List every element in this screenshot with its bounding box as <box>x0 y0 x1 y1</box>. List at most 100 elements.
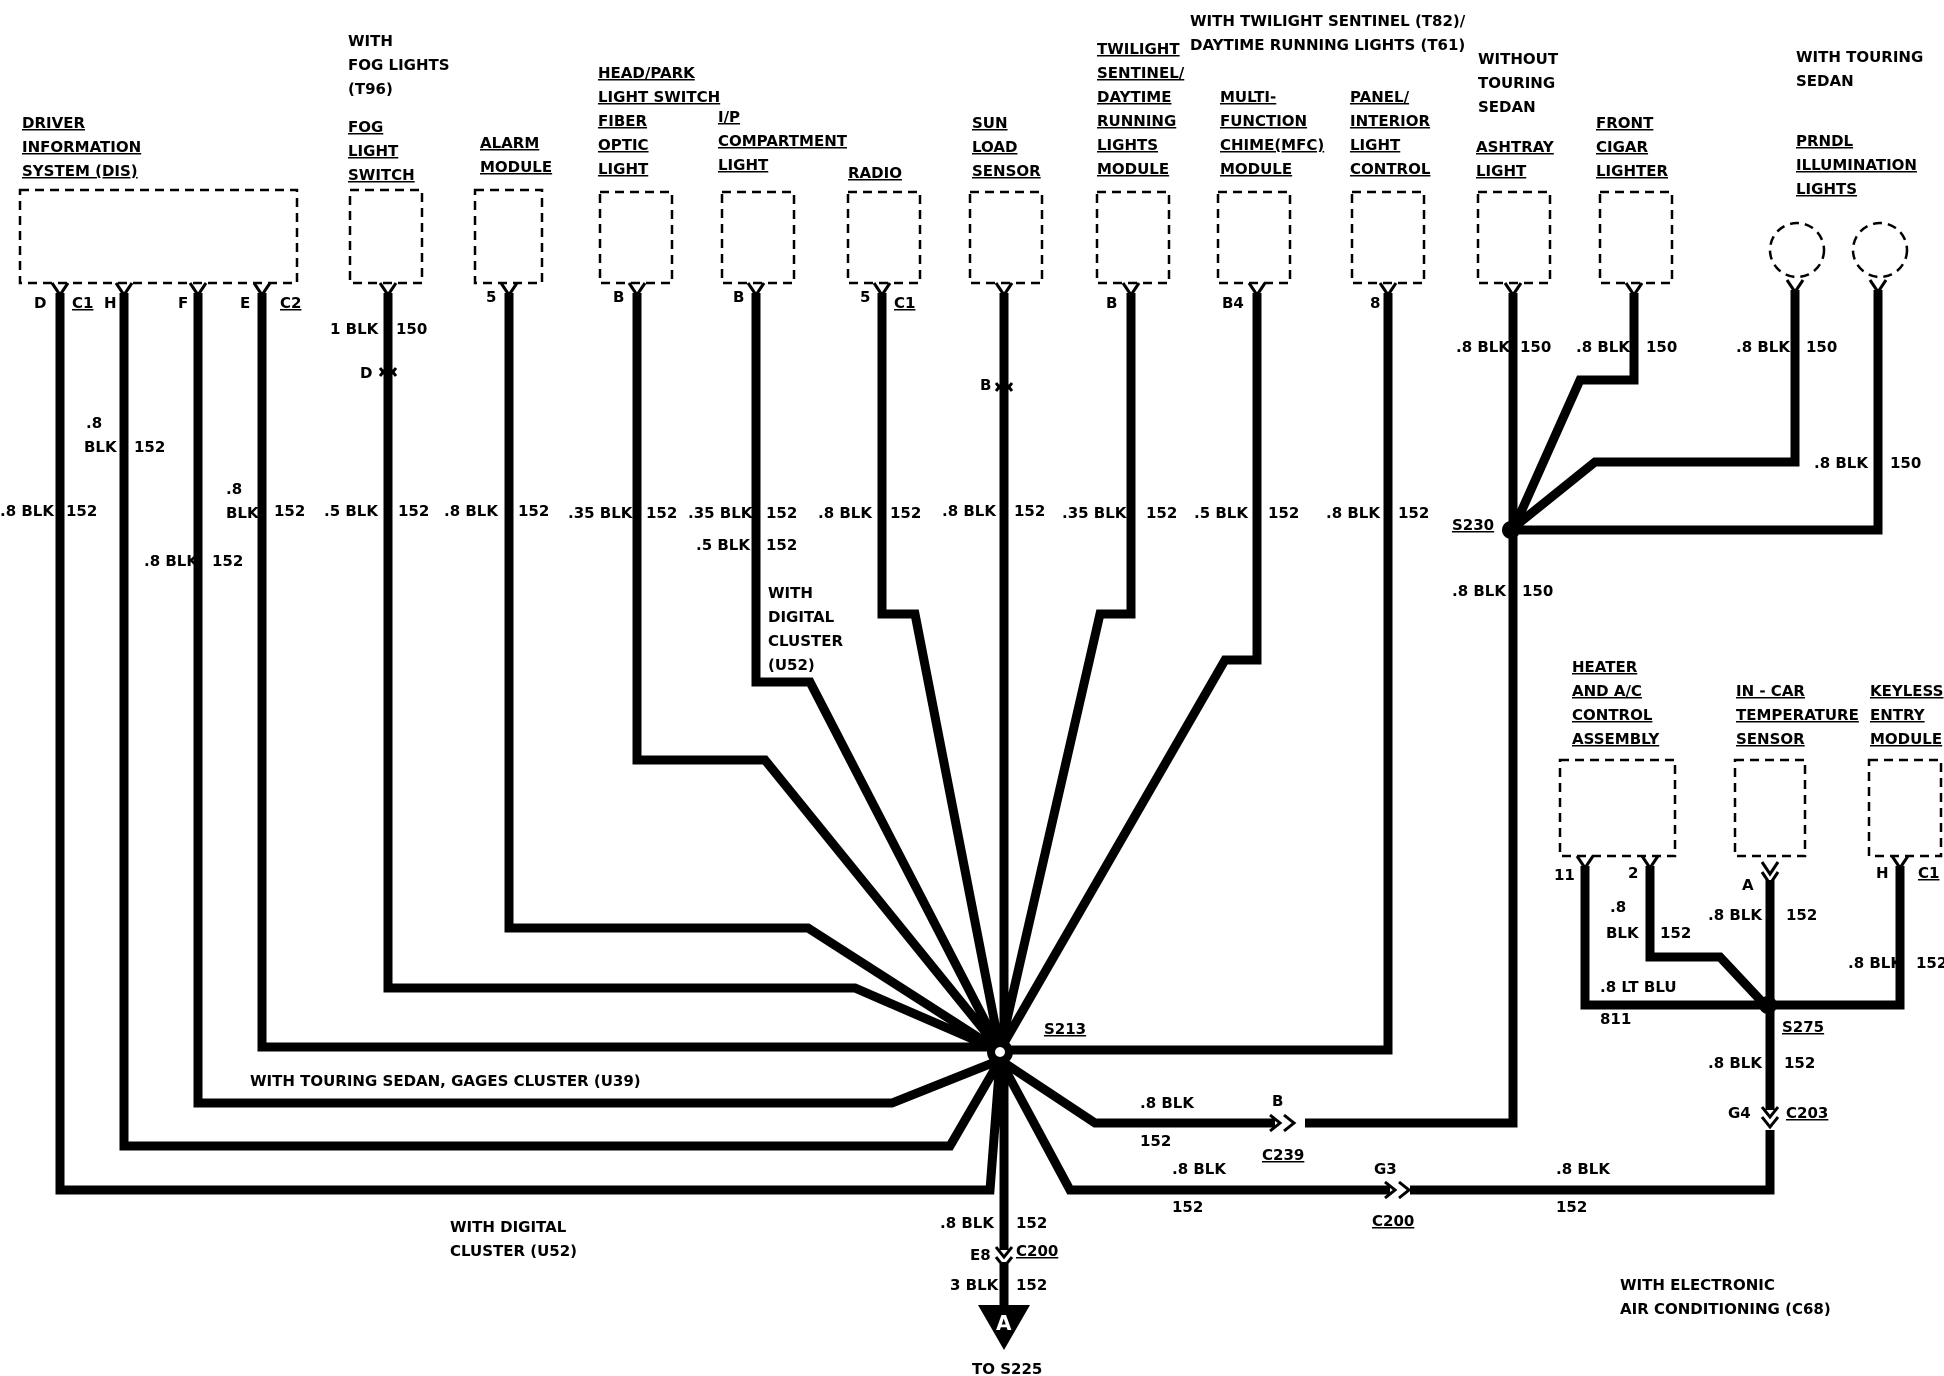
wl-ip-circuit: 152 <box>766 504 797 522</box>
fog-label-3: SWITCH <box>348 166 415 184</box>
keyless-label-1: KEYLESS <box>1870 682 1943 700</box>
cigar-label-1: FRONT <box>1596 114 1654 132</box>
wl-heater2-2: BLK <box>1606 924 1640 942</box>
pin-dis-c2: C2 <box>280 294 301 312</box>
pin-sun: B <box>980 376 991 394</box>
prndl-lamp-1 <box>1768 221 1826 279</box>
c239-label: C239 <box>1262 1146 1304 1164</box>
wl-keyless-circuit: 152 <box>1916 954 1944 972</box>
note-with-digital-2: CLUSTER (U52) <box>450 1242 577 1260</box>
wl-mfc-circuit: 152 <box>1268 504 1299 522</box>
splice-s213-label: S213 <box>1044 1020 1086 1038</box>
dis-label-2: INFORMATION <box>22 138 141 156</box>
wl-bottom2-gauge: 3 BLK <box>950 1276 1000 1294</box>
note-digital-cluster-4: (U52) <box>768 656 815 674</box>
wl-dis-h-2: BLK <box>84 438 118 456</box>
sun-label-2: LOAD <box>972 138 1017 156</box>
wl-alarm-circuit: 152 <box>518 502 549 520</box>
wl-heater2-circuit: 152 <box>1660 924 1691 942</box>
fog-top-3: (T96) <box>348 80 393 98</box>
prndl-label-3: LIGHTS <box>1796 180 1857 198</box>
prndl-top-1: WITH TOURING <box>1796 48 1923 66</box>
wl-dis-f-gauge: .8 BLK <box>144 552 199 570</box>
pin-headpark: B <box>613 288 624 306</box>
prndl-label-1: PRNDL <box>1796 132 1854 150</box>
wire-radio <box>877 293 1005 1051</box>
c239-pin: B <box>1272 1092 1283 1110</box>
wire-headpark <box>632 293 1004 1053</box>
heater-box <box>1558 758 1677 858</box>
pin-dis-c1: C1 <box>72 294 93 312</box>
wire-alarm <box>504 293 1001 1054</box>
headpark-label-2: LIGHT SWITCH <box>598 88 720 106</box>
twilight-note-1: WITH TWILIGHT SENTINEL (T82)/ <box>1190 12 1466 30</box>
wl-alarm-gauge: .8 BLK <box>444 502 499 520</box>
wl-heater11-wire: .8 LT BLU <box>1600 978 1677 996</box>
pin-keyless-c1: C1 <box>1918 864 1939 882</box>
wl-c239-circuit: 152 <box>1140 1132 1171 1150</box>
headpark-box <box>598 190 674 285</box>
mfc-label-2: FUNCTION <box>1220 112 1307 130</box>
pin-mfc: B4 <box>1222 294 1244 312</box>
note-electronic-ac-2: AIR CONDITIONING (C68) <box>1620 1300 1831 1318</box>
wire-c200-c203 <box>1410 1130 1775 1195</box>
wl-headpark-circuit: 152 <box>646 504 677 522</box>
wl-ip-b-circuit: 152 <box>766 536 797 554</box>
wire-cigar <box>1508 293 1639 532</box>
prndl-top-2: SEDAN <box>1796 72 1854 90</box>
heater-label-2: AND A/C <box>1572 682 1642 700</box>
wl-incar-gauge: .8 BLK <box>1708 906 1763 924</box>
wl-s275-circuit: 152 <box>1784 1054 1815 1072</box>
wire-mfc <box>996 293 1262 1053</box>
wl-cigar-circuit: 150 <box>1646 338 1677 356</box>
ashtray-label-2: LIGHT <box>1476 162 1527 180</box>
keyless-box <box>1867 758 1943 858</box>
wl-c239-gauge: .8 BLK <box>1140 1094 1195 1112</box>
wl-ip-b-gauge: .5 BLK <box>696 536 751 554</box>
c203-pin: G4 <box>1728 1104 1751 1122</box>
ground-arrow <box>978 1305 1030 1350</box>
wire-panel <box>1000 293 1393 1055</box>
wire-dis-e <box>257 293 998 1052</box>
pin-fog-d: D <box>360 364 372 382</box>
wl-fog-top-circuit: 150 <box>396 320 427 338</box>
pin-forks <box>50 279 1910 1270</box>
radio-label: RADIO <box>848 164 902 182</box>
panel-label-1: PANEL/ <box>1350 88 1410 106</box>
wl-bottom2-circuit: 152 <box>1016 1276 1047 1294</box>
ip-light-box <box>720 190 796 285</box>
pin-twilight: B <box>1106 294 1117 312</box>
c200b-pin: E8 <box>970 1246 991 1264</box>
heater-label-1: HEATER <box>1572 658 1638 676</box>
wire-dis-h <box>119 293 1004 1151</box>
ashtray-top-2: TOURING <box>1478 74 1555 92</box>
pin-dis-d: D <box>34 294 46 312</box>
wl-heater11-circuit: 811 <box>1600 1010 1631 1028</box>
splice-s230 <box>1502 521 1520 539</box>
wl-dis-d-gauge: .8 BLK <box>0 502 55 520</box>
sun-label-1: SUN <box>972 114 1008 132</box>
prndl-label-2: ILLUMINATION <box>1796 156 1917 174</box>
wl-bottom1-gauge: .8 BLK <box>940 1214 995 1232</box>
wl-fog-gauge: .5 BLK <box>324 502 379 520</box>
c200b-label: C200 <box>1016 1242 1058 1260</box>
wl-dis-d-circuit: 152 <box>66 502 97 520</box>
ip-label-3: LIGHT <box>718 156 769 174</box>
twilight-label-6: MODULE <box>1097 160 1169 178</box>
headpark-label-4: OPTIC <box>598 136 649 154</box>
radio-box <box>846 190 922 285</box>
alarm-label-1: ALARM <box>480 134 539 152</box>
wl-sun-circuit: 152 <box>1014 502 1045 520</box>
wire-ip <box>751 293 1004 1053</box>
pin-dis-h: H <box>104 294 117 312</box>
wire-c239-s213 <box>997 1056 1275 1128</box>
wire-s213-c200 <box>996 1057 1390 1195</box>
wires <box>55 290 1905 1305</box>
note-touring-gages: WITH TOURING SEDAN, GAGES CLUSTER (U39) <box>250 1072 641 1090</box>
splice-s230-label: S230 <box>1452 516 1494 534</box>
fog-label-2: LIGHT <box>348 142 399 160</box>
ground-letter: A <box>996 1311 1012 1335</box>
note-digital-cluster-3: CLUSTER <box>768 632 843 650</box>
cigar-box <box>1598 190 1674 285</box>
pin-alarm: 5 <box>486 288 496 306</box>
